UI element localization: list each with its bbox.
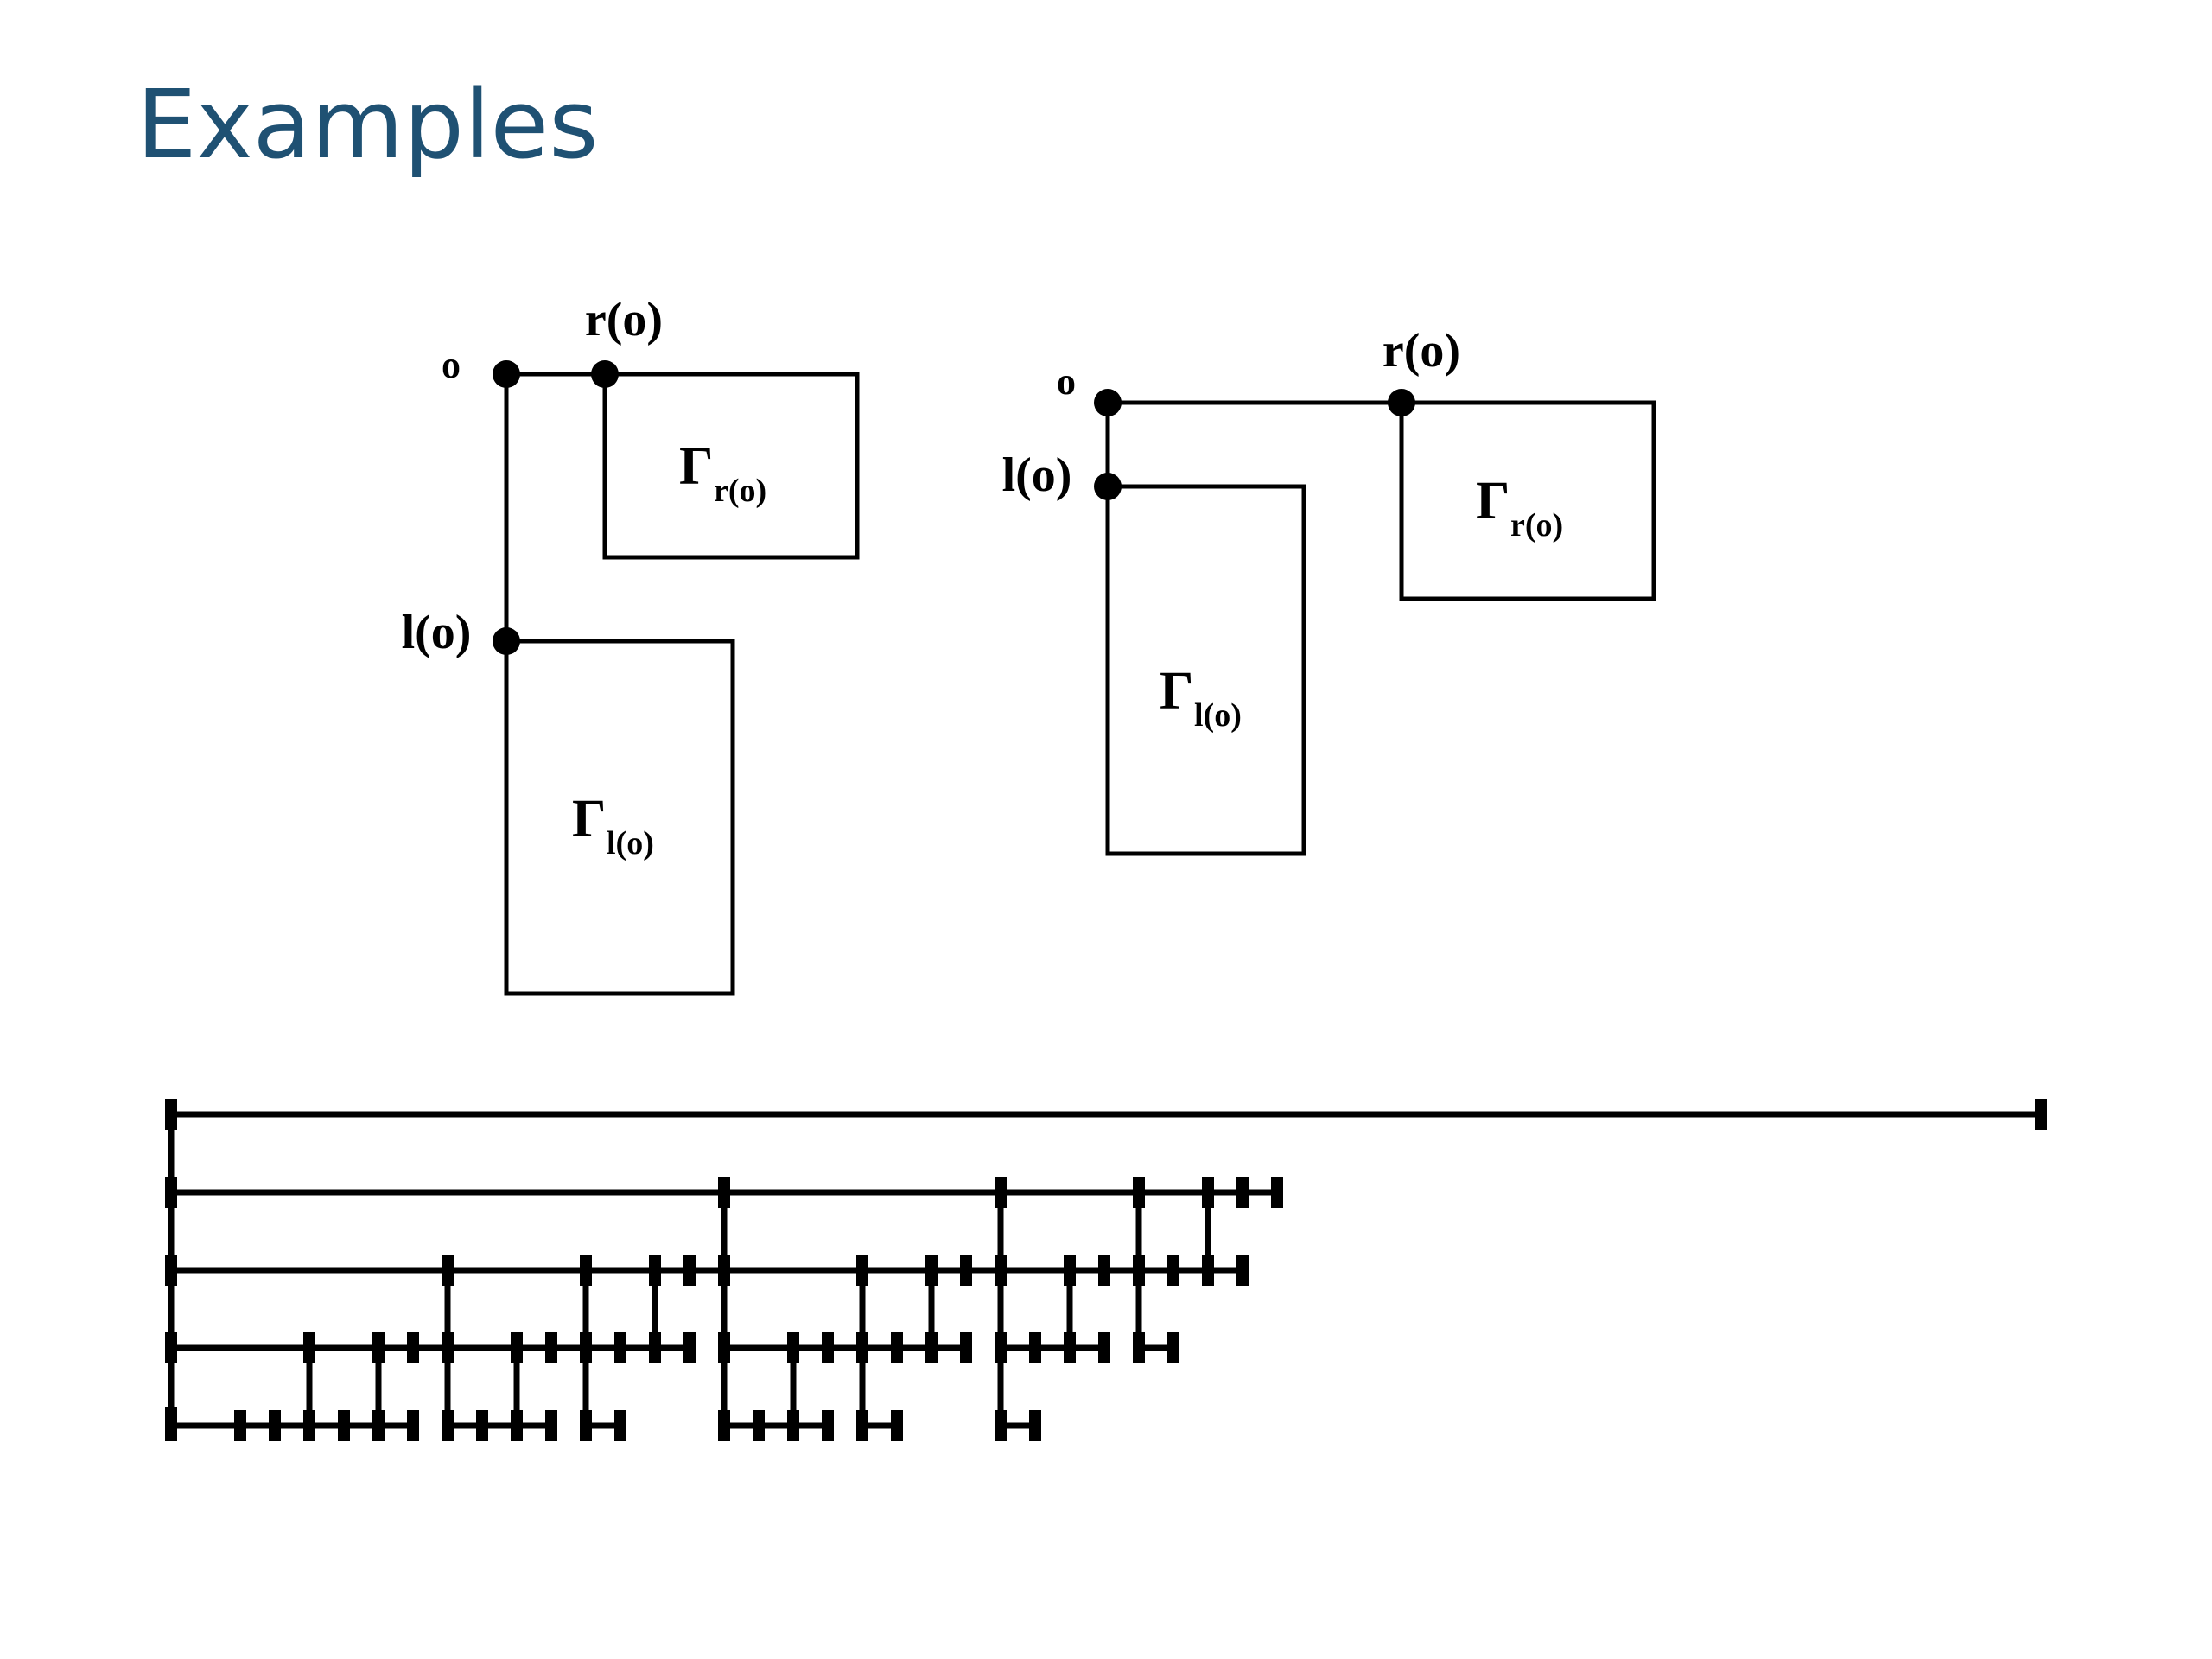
tree-node-mark (2035, 1099, 2047, 1130)
left-left-child-node (493, 627, 520, 655)
tree-node-mark (407, 1410, 419, 1441)
tree-node-mark (1029, 1332, 1041, 1363)
tree-node-mark (649, 1332, 661, 1363)
tree-node-mark (1098, 1255, 1110, 1286)
tree-node-mark (787, 1410, 799, 1441)
tree-node-mark (683, 1255, 696, 1286)
tree-node-mark (960, 1255, 972, 1286)
left-right-subtree-box (602, 372, 860, 560)
right-root-label: o (1057, 360, 1076, 403)
right-right-subtree-symbol: Γ (1476, 472, 1510, 531)
tree-node-mark (1029, 1410, 1041, 1441)
left-left-child-label: l(o) (402, 606, 472, 659)
right-left-subtree-subscript: l(o) (1194, 697, 1242, 734)
tree-node-mark (960, 1332, 972, 1363)
tree-node-mark (891, 1332, 903, 1363)
tree-node-mark (1098, 1332, 1110, 1363)
tree-node-mark (614, 1410, 626, 1441)
right-layout-diagram: o r(o) l(o) Γ r(o) Γ l(o) (1002, 324, 1656, 856)
tree-node-mark (234, 1410, 246, 1441)
right-right-subtree-box (1399, 400, 1656, 601)
tree-node-mark (822, 1332, 834, 1363)
tree-node-mark (338, 1410, 350, 1441)
tree-node-mark (995, 1410, 1007, 1441)
right-root-node (1094, 389, 1122, 416)
right-right-child-node (1388, 389, 1415, 416)
left-left-subtree-subscript: l(o) (607, 825, 654, 861)
tree-node-mark (269, 1410, 281, 1441)
left-left-subtree-symbol: Γ (572, 790, 606, 849)
tree-node-mark (545, 1410, 557, 1441)
tree-node-mark (1167, 1255, 1179, 1286)
left-left-subtree-box (504, 639, 735, 996)
left-right-subtree-subscript: r(o) (714, 473, 766, 509)
tree-node-mark (1271, 1177, 1283, 1208)
left-layout-diagram: o r(o) l(o) Γ r(o) Γ l(o) (402, 293, 860, 996)
left-root-node (493, 360, 520, 388)
tree-node-mark (1236, 1177, 1249, 1208)
slide-title: Examples (137, 69, 599, 180)
left-right-child-label: r(o) (585, 293, 663, 346)
tree-node-mark (1133, 1332, 1145, 1363)
tree-node-mark (856, 1410, 868, 1441)
tree-node-mark (545, 1332, 557, 1363)
tree-node-mark (1236, 1255, 1249, 1286)
tree-node-mark (407, 1332, 419, 1363)
left-root-label: o (442, 344, 461, 386)
tree-node-mark (165, 1407, 177, 1438)
left-right-child-node (591, 360, 619, 388)
right-left-subtree-symbol: Γ (1160, 662, 1193, 721)
right-left-child-node (1094, 473, 1122, 500)
tree-node-mark (891, 1410, 903, 1441)
tree-node-mark (303, 1410, 315, 1441)
tree-node-mark (372, 1410, 385, 1441)
tree-node-mark (580, 1410, 592, 1441)
tree-node-mark (1202, 1255, 1214, 1286)
hv-tree-drawing (165, 1099, 2047, 1441)
tree-node-mark (511, 1410, 523, 1441)
left-right-subtree-symbol: Γ (679, 437, 713, 496)
tree-node-mark (925, 1332, 938, 1363)
tree-node-mark (476, 1410, 488, 1441)
right-right-subtree-subscript: r(o) (1510, 507, 1563, 543)
tree-node-mark (442, 1410, 454, 1441)
right-right-child-label: r(o) (1382, 324, 1460, 378)
tree-node-mark (822, 1410, 834, 1441)
tree-node-mark (683, 1332, 696, 1363)
tree-node-mark (718, 1410, 730, 1441)
tree-node-mark (753, 1410, 765, 1441)
right-left-subtree-box (1105, 484, 1306, 856)
right-left-child-label: l(o) (1002, 448, 1072, 502)
tree-node-mark (1167, 1332, 1179, 1363)
tree-node-mark (1064, 1332, 1076, 1363)
tree-node-mark (614, 1332, 626, 1363)
